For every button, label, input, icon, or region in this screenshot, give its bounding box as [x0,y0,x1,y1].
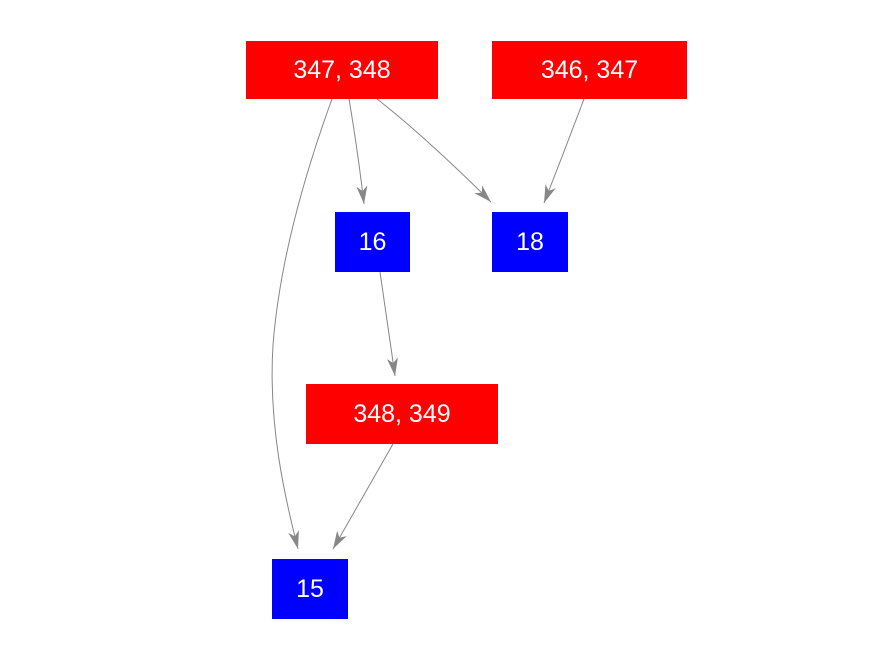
node-label: 18 [516,227,544,256]
node-label: 346, 347 [540,55,639,84]
edge-347-348-to-15 [271,98,333,550]
node-347-348: 347, 348 [246,41,438,99]
node-16: 16 [335,212,410,272]
node-15: 15 [272,559,348,619]
edge-347-348-to-16 [348,98,368,205]
edge-347-348-to-18 [376,98,492,203]
edge-group [271,98,585,550]
node-label: 347, 348 [293,55,391,84]
edge-346-347-to-18 [543,98,585,204]
edge-16-to-348-349 [379,271,398,377]
node-348-349: 348, 349 [306,384,498,444]
node-346-347: 346, 347 [492,41,687,99]
node-label: 15 [296,574,324,603]
node-label: 16 [358,227,387,256]
edge-348-349-to-15 [332,443,394,550]
node-18: 18 [492,212,568,272]
node-label: 348, 349 [353,399,451,428]
